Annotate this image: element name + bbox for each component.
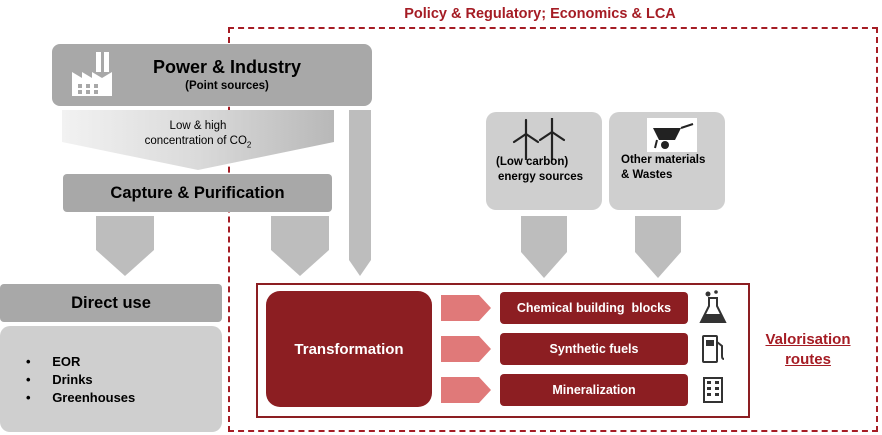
arrow-energy-to-transformation — [521, 216, 567, 278]
arrow-capture-to-transformation — [271, 216, 329, 276]
policy-frame-title: Policy & Regulatory; Economics & LCA — [404, 6, 676, 22]
valorisation-label-line1: Valorisation — [765, 331, 851, 348]
direct-use-item: • EOR — [26, 354, 80, 369]
energy-sources-box: (Low carbon) energy sources — [486, 112, 602, 210]
output-mineralization-box: Mineralization — [500, 374, 688, 406]
flask-icon — [699, 290, 727, 326]
direct-use-title: Direct use — [71, 293, 151, 312]
arrow-direct-power-to-transformation — [347, 110, 373, 276]
direct-use-item: • Drinks — [26, 372, 93, 387]
energy-sources-line2: energy sources — [498, 171, 584, 183]
bullet-icon: • — [26, 372, 31, 387]
arrow-materials-to-transformation — [635, 216, 681, 278]
energy-sources-line1: (Low carbon) — [496, 156, 569, 168]
arrow-to-chemical — [441, 295, 491, 321]
co2-label-subscript: 2 — [246, 140, 252, 150]
wheelbarrow-icon — [647, 118, 697, 152]
capture-box: Capture & Purification — [63, 174, 332, 212]
direct-use-box: Direct use — [0, 284, 222, 322]
materials-line2: & Wastes — [621, 169, 673, 181]
output-chemical-label: Chemical building blocks — [516, 301, 672, 315]
arrow-to-direct-use — [96, 216, 154, 276]
co2-funnel — [62, 110, 334, 170]
transformation-title: Transformation — [294, 340, 404, 358]
output-mineralization-label: Mineralization — [552, 383, 636, 397]
factory-icon — [70, 50, 114, 98]
direct-use-item-label: Greenhouses — [52, 390, 136, 405]
power-industry-box: Power & Industry (Point sources) — [52, 44, 372, 106]
output-chemical-box: Chemical building blocks — [500, 292, 688, 324]
capture-title: Capture & Purification — [110, 183, 285, 202]
direct-use-item-label: Drinks — [52, 372, 93, 387]
co2-label-line2: concentration of CO2 — [110, 135, 286, 149]
fuel-pump-icon — [701, 334, 727, 364]
co2-label-line1: Low & high — [169, 120, 227, 132]
power-industry-subtitle: (Point sources) — [185, 80, 269, 92]
arrow-to-fuels — [441, 336, 491, 362]
direct-use-list-box: • EOR • Drinks • Greenhouses — [0, 326, 222, 432]
valorisation-label-line2: routes — [785, 351, 831, 368]
arrow-to-mineralization — [441, 377, 491, 403]
power-industry-title: Power & Industry — [152, 57, 302, 77]
direct-use-item-label: EOR — [52, 354, 81, 369]
output-fuels-label: Synthetic fuels — [549, 342, 639, 356]
transformation-box: Transformation — [266, 291, 432, 407]
building-icon — [702, 376, 724, 404]
direct-use-item: • Greenhouses — [26, 390, 135, 405]
policy-frame — [228, 27, 878, 432]
output-fuels-box: Synthetic fuels — [500, 333, 688, 365]
valorisation-frame — [256, 283, 750, 418]
materials-line1: Other materials — [621, 154, 706, 166]
materials-box: Other materials & Wastes — [609, 112, 725, 210]
wind-turbine-icon — [510, 118, 570, 160]
bullet-icon: • — [26, 354, 31, 369]
co2-label-text: concentration of CO — [144, 135, 247, 147]
bullet-icon: • — [26, 390, 31, 405]
